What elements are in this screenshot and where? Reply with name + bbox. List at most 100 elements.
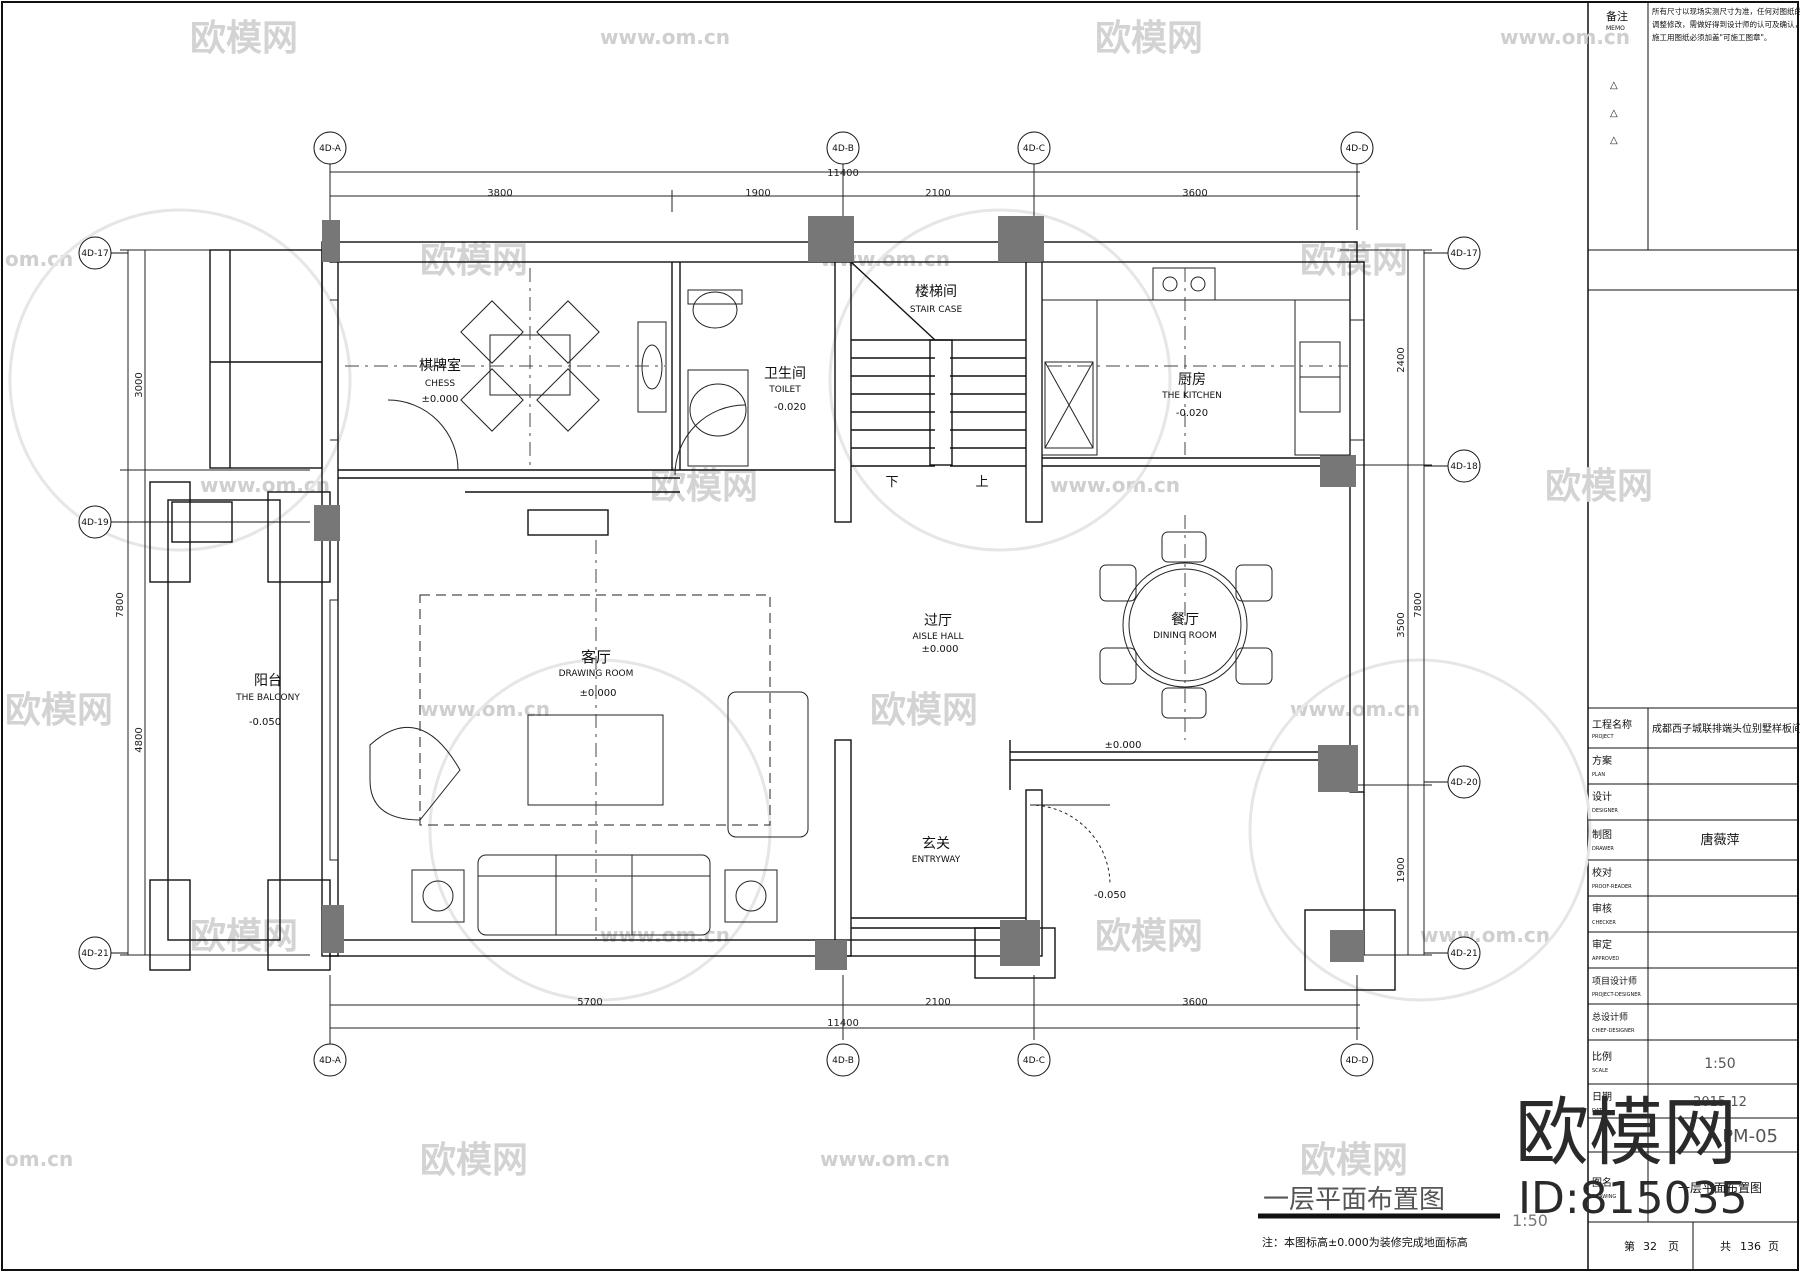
svg-text:楼梯间: 楼梯间 <box>915 284 957 300</box>
dim-right-1: 2400 <box>1396 347 1407 372</box>
designer-label: 设计 <box>1592 790 1612 803</box>
watermark-url: om.cn <box>5 247 73 271</box>
dim-right-3: 1900 <box>1396 857 1407 882</box>
centre-lines <box>345 268 1348 940</box>
sofa <box>477 854 711 936</box>
axis-bubble-top-c: 4D-C <box>1017 131 1051 165</box>
svg-text:-0.050: -0.050 <box>249 717 281 728</box>
memo-label-en: MEMO <box>1606 25 1625 32</box>
axis-bubble-right-21: 4D-21 <box>1447 936 1481 970</box>
dining-table <box>1122 562 1248 688</box>
axis-bubble-bottom-b: 4D-B <box>826 1043 860 1077</box>
drawing-name-value: 一层平面布置图 <box>1678 1181 1762 1195</box>
svg-text:±0.000: ±0.000 <box>1104 740 1141 751</box>
date-label-en: DATE <box>1592 1108 1605 1114</box>
dim-bottom-total: 11400 <box>827 1018 859 1029</box>
axis-bubbles: 4D-A 4D-B 4D-C 4D-D 4D-A 4D-B 4D-C 4D-D … <box>78 131 1481 1077</box>
watermark-url: www.om.cn <box>420 697 550 721</box>
dim-bottom-3: 3600 <box>1182 997 1207 1008</box>
dining-chairs <box>1099 531 1273 719</box>
drawing-note: 注：本图标高±0.000为装修完成地面标高 <box>1262 1235 1468 1249</box>
side-sofa <box>727 691 809 838</box>
revision-mark: △ <box>1610 108 1618 119</box>
svg-text:4D-19: 4D-19 <box>81 518 109 528</box>
svg-text:ENTRYWAY: ENTRYWAY <box>912 855 961 865</box>
svg-text:4D-20: 4D-20 <box>1450 778 1478 788</box>
date-value: 2015.12 <box>1693 1095 1747 1110</box>
watermark-text: 欧模网 <box>1095 916 1203 957</box>
total-unit: 页 <box>1768 1240 1779 1253</box>
drawer-label-en: DRAWER <box>1592 846 1614 852</box>
room-aisle: 过厅 AISLE HALL ±0.000 <box>912 613 963 655</box>
watermark-text: 欧模网 <box>1300 240 1408 281</box>
watermark-text: 欧模网 <box>650 466 758 507</box>
furniture <box>329 261 1364 936</box>
svg-text:4D-18: 4D-18 <box>1450 462 1478 472</box>
kitchen-counter-right <box>1294 299 1351 456</box>
date-label: 日期 <box>1592 1091 1612 1103</box>
room-labels: 棋牌室 CHESS ±0.000 卫生间 TOILET -0.020 楼梯间 S… <box>235 284 1222 901</box>
axis-bubble-left-21: 4D-21 <box>78 936 112 970</box>
dim-right-2: 3500 <box>1396 612 1407 637</box>
svg-text:4D-A: 4D-A <box>319 1056 342 1066</box>
watermark-text: 欧模网 <box>420 1140 528 1181</box>
room-balcony: 阳台 THE BALCONY -0.050 <box>235 673 300 728</box>
axis-bubble-top-b: 4D-B <box>826 131 860 165</box>
stove <box>1152 267 1216 301</box>
svg-text:4D-C: 4D-C <box>1023 1056 1045 1066</box>
dim-bottom-1: 5700 <box>577 997 602 1008</box>
svg-text:4D-B: 4D-B <box>832 144 854 154</box>
axis-bubble-bottom-d: 4D-D <box>1340 1043 1374 1077</box>
checker-label: 审核 <box>1592 902 1612 915</box>
designer-label-en: DESIGNER <box>1592 808 1618 814</box>
axis-bubble-right-18: 4D-18 <box>1447 449 1481 483</box>
memo-note-3: 施工用图纸必须加盖"可施工图章"。 <box>1652 32 1771 42</box>
axis-bubble-right-17: 4D-17 <box>1447 236 1481 270</box>
svg-text:棋牌室: 棋牌室 <box>419 357 461 374</box>
kitchen-counter-left <box>1041 299 1098 456</box>
dim-top-3: 2100 <box>925 188 950 199</box>
axis-bubble-top-d: 4D-D <box>1340 131 1374 165</box>
dim-top-2: 1900 <box>745 188 770 199</box>
memo-note-2: 调整修改，需做好得到设计师的认可及确认， <box>1652 19 1800 29</box>
drawer-value: 唐薇萍 <box>1700 832 1739 848</box>
room-stair: 楼梯间 STAIR CASE 下 上 <box>885 284 988 490</box>
columns <box>314 216 1364 970</box>
memo-note-1: 所有尺寸以现场实测尺寸为准，任何对图纸的 <box>1652 6 1800 16</box>
axis-bubble-bottom-c: 4D-C <box>1017 1043 1051 1077</box>
svg-text:4D-21: 4D-21 <box>1450 949 1477 959</box>
chief-designer-label-en: CHIEF-DESIGNER <box>1592 1028 1635 1034</box>
watermark-url: www.om.cn <box>1290 697 1420 721</box>
revision-mark: △ <box>1610 135 1618 146</box>
svg-text:4D-C: 4D-C <box>1023 144 1045 154</box>
watermark-overlay: 欧模网 ID:815035 <box>1515 1090 1748 1224</box>
svg-text:-0.050: -0.050 <box>1094 890 1126 901</box>
watermark-text: 欧模网 <box>1545 466 1653 507</box>
svg-text:-0.020: -0.020 <box>774 402 806 413</box>
watermark-url: om.cn <box>5 1147 73 1171</box>
toilet-basin <box>689 383 747 437</box>
toilet-bowl <box>692 291 738 329</box>
title-block-text: 工程名称 PROJECT 成都西子城联排端头位别墅样板间 方案 PLAN 设计 … <box>1592 718 1800 1253</box>
dim-top-1: 3800 <box>487 188 512 199</box>
svg-text:上: 上 <box>975 475 988 490</box>
axis-bubble-top-a: 4D-A <box>313 131 347 165</box>
dim-left-total: 7800 <box>115 592 126 617</box>
project-designer-label: 项目设计师 <box>1592 975 1637 987</box>
dim-left-1: 3000 <box>134 372 145 397</box>
svg-text:DINING ROOM: DINING ROOM <box>1153 631 1217 641</box>
scale-label: 比例 <box>1592 1050 1612 1063</box>
watermark-brand-large: 欧模网 <box>1515 1090 1737 1176</box>
plan-label-en: PLAN <box>1592 772 1605 778</box>
dim-top-4: 3600 <box>1182 188 1207 199</box>
walls <box>149 241 1396 991</box>
title-block <box>1588 707 1798 1270</box>
svg-text:CHESS: CHESS <box>425 379 455 389</box>
page-value: 32 <box>1643 1240 1657 1253</box>
project-label-en: PROJECT <box>1592 734 1615 740</box>
watermark-url: www.om.cn <box>600 25 730 49</box>
watermark-text: 欧模网 <box>190 916 298 957</box>
watermark-brand-1: 欧模网 <box>190 18 298 59</box>
